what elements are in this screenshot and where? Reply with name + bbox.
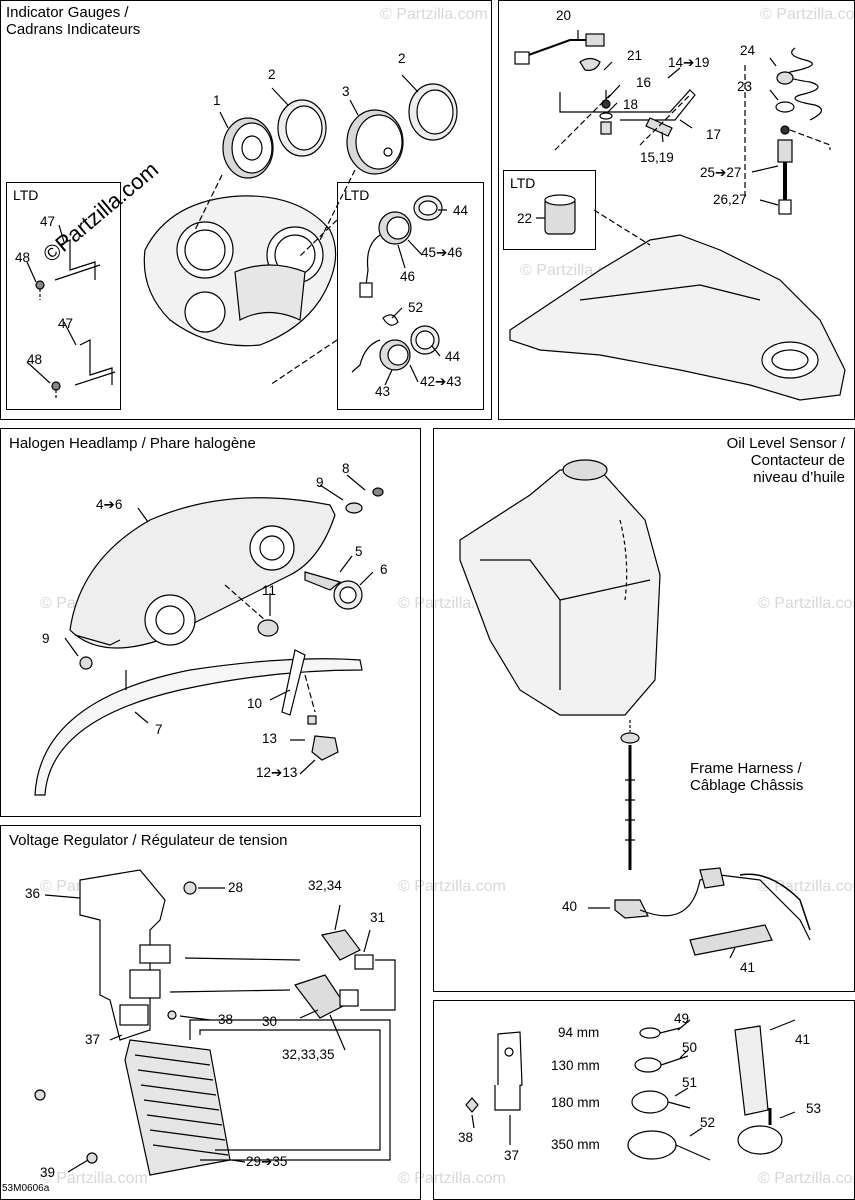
ltd-box-gauges: LTD: [337, 182, 484, 410]
halogen-headlamp-title: Halogen Headlamp / Phare halogène: [9, 435, 256, 452]
headlamp-housing: [69, 497, 336, 649]
part-callout: 32,34: [308, 878, 342, 893]
dash-top-cover: [509, 234, 846, 401]
part-callout: 24: [740, 43, 756, 58]
part-callout: 46: [400, 269, 416, 284]
regulator-bracket: [79, 869, 171, 1041]
part-callout: 9: [42, 631, 50, 646]
part-callout: 1: [213, 93, 221, 108]
halogen-headlamp-panel: [0, 428, 421, 817]
gauge-1: [222, 117, 274, 179]
cable-tie-size: 350 mm: [551, 1137, 600, 1152]
dashboard-console: [143, 195, 337, 347]
part-callout: 2: [398, 51, 406, 66]
part-callout: 16: [636, 75, 652, 90]
tether-cord: [744, 47, 831, 215]
part-callout: 38: [458, 1130, 474, 1145]
part-callout: 6: [380, 562, 388, 577]
part-callout: 43: [375, 384, 391, 399]
oil-tank: [459, 459, 661, 716]
part-callout: 23: [737, 79, 753, 94]
part-callout: 28: [228, 880, 244, 895]
part-callout: 21: [627, 48, 643, 63]
part-callout: 12➔13: [256, 765, 298, 780]
cable-ties: [627, 1027, 711, 1161]
regulator-heatsink: [124, 1039, 231, 1176]
part-callout: 22: [517, 211, 533, 226]
watermark: © Partzilla.com: [398, 878, 506, 895]
gauge-3: [346, 109, 404, 175]
part-callout: 53: [806, 1101, 822, 1116]
part-callout: 20: [556, 8, 572, 23]
part-callout: 50: [682, 1040, 698, 1055]
watermark: © Partzilla.com: [760, 6, 855, 23]
indicator-gauges-title: Indicator Gauges / Cadrans Indicateurs: [6, 4, 141, 38]
drawing-code: 53M0606a: [2, 1183, 50, 1194]
cable-tie-size: 180 mm: [551, 1095, 600, 1110]
part-callout: 25➔27: [700, 165, 742, 180]
ltd-label: LTD: [510, 175, 536, 191]
gauge-bezel-2a: [277, 99, 327, 157]
voltage-regulator-title: Voltage Regulator / Régulateur de tensio…: [9, 832, 288, 849]
part-callout: 41: [795, 1032, 811, 1047]
key-switch-harness: [514, 33, 696, 151]
part-callout: 41: [740, 960, 756, 975]
part-callout: 13: [262, 731, 278, 746]
part-callout: 11: [262, 583, 277, 598]
part-callout: 52: [700, 1115, 716, 1130]
part-callout: 5: [355, 544, 363, 559]
watermark: © Partzilla.com: [758, 595, 855, 612]
part-callout: 38: [218, 1012, 234, 1027]
part-callout: 9: [316, 475, 324, 490]
part-callout: 2: [268, 67, 276, 82]
cable-tie-size: 130 mm: [551, 1058, 600, 1073]
part-callout: 45➔46: [421, 245, 463, 260]
part-callout: 3: [342, 84, 350, 99]
ltd-box-left: LTD: [6, 182, 121, 410]
watermark: © Partzilla.com: [758, 1170, 855, 1187]
part-callout: 44: [453, 203, 469, 218]
watermark: © Partzilla.com: [398, 1170, 506, 1187]
part-callout: 26,27: [713, 192, 747, 207]
part-callout: 47: [40, 214, 56, 229]
part-callout: 15,19: [640, 150, 674, 165]
part-callout: 31: [370, 910, 386, 925]
ltd-label: LTD: [344, 187, 370, 203]
ltd-label: LTD: [13, 187, 39, 203]
part-callout: 52: [408, 300, 424, 315]
part-callout: 17: [706, 127, 722, 142]
part-callout: 8: [342, 461, 350, 476]
part-callout: 37: [85, 1032, 101, 1047]
part-callout: 4➔6: [96, 497, 123, 512]
watermark: © Partzilla.com: [380, 6, 488, 23]
part-callout: 36: [25, 886, 41, 901]
part-callout: 37: [504, 1148, 520, 1163]
part-callout: 32,33,35: [282, 1047, 335, 1062]
part-callout: 39: [40, 1165, 56, 1180]
oil-level-sensor-title: Oil Level Sensor / Contacteur de niveau …: [726, 435, 845, 486]
part-callout: 10: [247, 696, 263, 711]
part-callout: 30: [262, 1014, 278, 1029]
watermark: © Partzilla.com: [758, 878, 855, 895]
part-callout: 42➔43: [420, 374, 462, 389]
part-callout: 40: [562, 899, 578, 914]
part-callout: 51: [682, 1075, 698, 1090]
part-callout: 44: [445, 349, 461, 364]
part-callout: 29➔35: [246, 1154, 288, 1169]
gauge-bezel-2b: [408, 83, 458, 141]
frame-harness-title: Frame Harness / Câblage Châssis: [690, 760, 804, 794]
indicator-gauges-panel: [0, 0, 492, 420]
part-callout: 18: [623, 97, 639, 112]
part-callout: 49: [674, 1011, 690, 1026]
watermark: © Partzilla.com: [40, 1170, 148, 1187]
cable-tie-size: 94 mm: [558, 1025, 600, 1040]
ltd-box-right: LTD: [503, 170, 596, 250]
part-callout: 48: [27, 352, 43, 367]
part-callout: 47: [58, 316, 74, 331]
part-callout: 48: [15, 250, 31, 265]
part-callout: 14➔19: [668, 55, 710, 70]
part-callout: 7: [155, 722, 163, 737]
